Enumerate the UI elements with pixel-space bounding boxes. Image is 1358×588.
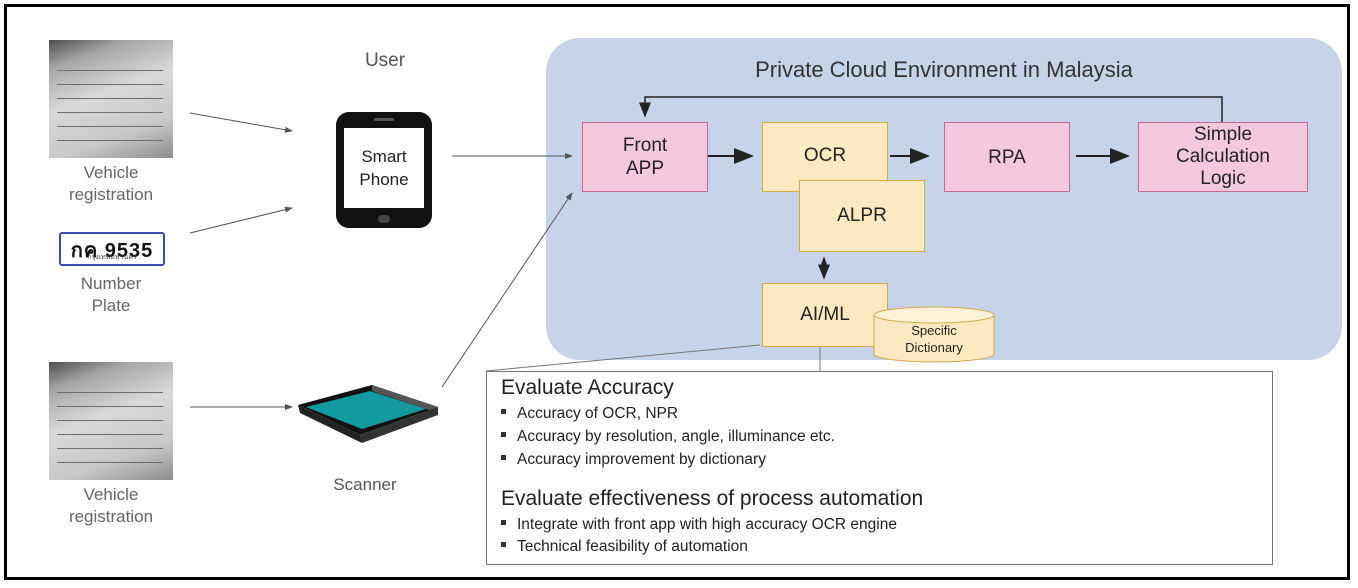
dictionary-label: Specific Dictionary: [905, 323, 963, 355]
arrow-plate-to-phone: [189, 206, 293, 234]
arrow-doc-to-phone: [189, 112, 293, 133]
vehicle-registration-image-top: [49, 40, 173, 158]
callout-line-left: [485, 344, 761, 372]
arrow-scanner-to-frontapp: [441, 192, 573, 388]
private-cloud-region: [546, 38, 1342, 360]
phone-speaker: [374, 118, 394, 121]
scanner-icon: [298, 385, 438, 443]
evaluation-box: Evaluate Accuracy Accuracy of OCR, NPR A…: [486, 371, 1273, 565]
effectiveness-item-2: Technical feasibility of automation: [501, 538, 748, 556]
number-plate-image: กค 9535 กรุงเทพมหานคร: [59, 232, 165, 266]
simple-calculation-logic-box: Simple Calculation Logic: [1138, 122, 1308, 192]
evaluate-effectiveness-heading: Evaluate effectiveness of process automa…: [501, 487, 924, 510]
diagram-frame: [4, 4, 1350, 580]
accuracy-item-1: Accuracy of OCR, NPR: [501, 405, 678, 423]
cloud-title: Private Cloud Environment in Malaysia: [755, 57, 1133, 82]
evaluate-accuracy-heading: Evaluate Accuracy: [501, 376, 674, 399]
dictionary-cylinder-icon: [873, 306, 995, 363]
phone-home-button: [378, 215, 390, 223]
number-plate-label: Number Plate: [80, 274, 142, 315]
effectiveness-item-1: Integrate with front app with high accur…: [501, 516, 897, 534]
smartphone-label: Smart Phone: [344, 128, 424, 208]
rpa-box: RPA: [944, 122, 1070, 192]
alpr-box: ALPR: [799, 180, 925, 252]
vehicle-registration-label-bottom: Vehicle registration: [68, 485, 154, 526]
plate-main-text: กค 9535: [70, 240, 154, 262]
accuracy-item-2: Accuracy by resolution, angle, illuminan…: [501, 428, 835, 446]
accuracy-item-3: Accuracy improvement by dictionary: [501, 451, 766, 469]
vehicle-registration-image-bottom: [49, 362, 173, 480]
aiml-box: AI/ML: [762, 283, 888, 347]
vehicle-registration-label-top: Vehicle registration: [68, 163, 154, 204]
user-label: User: [364, 50, 406, 71]
plate-sub-text: กรุงเทพมหานคร: [87, 254, 137, 261]
scanner-label: Scanner: [333, 475, 397, 494]
arrow-calc-loop-to-frontapp: [639, 96, 1223, 122]
front-app-box: Front APP: [582, 122, 708, 192]
